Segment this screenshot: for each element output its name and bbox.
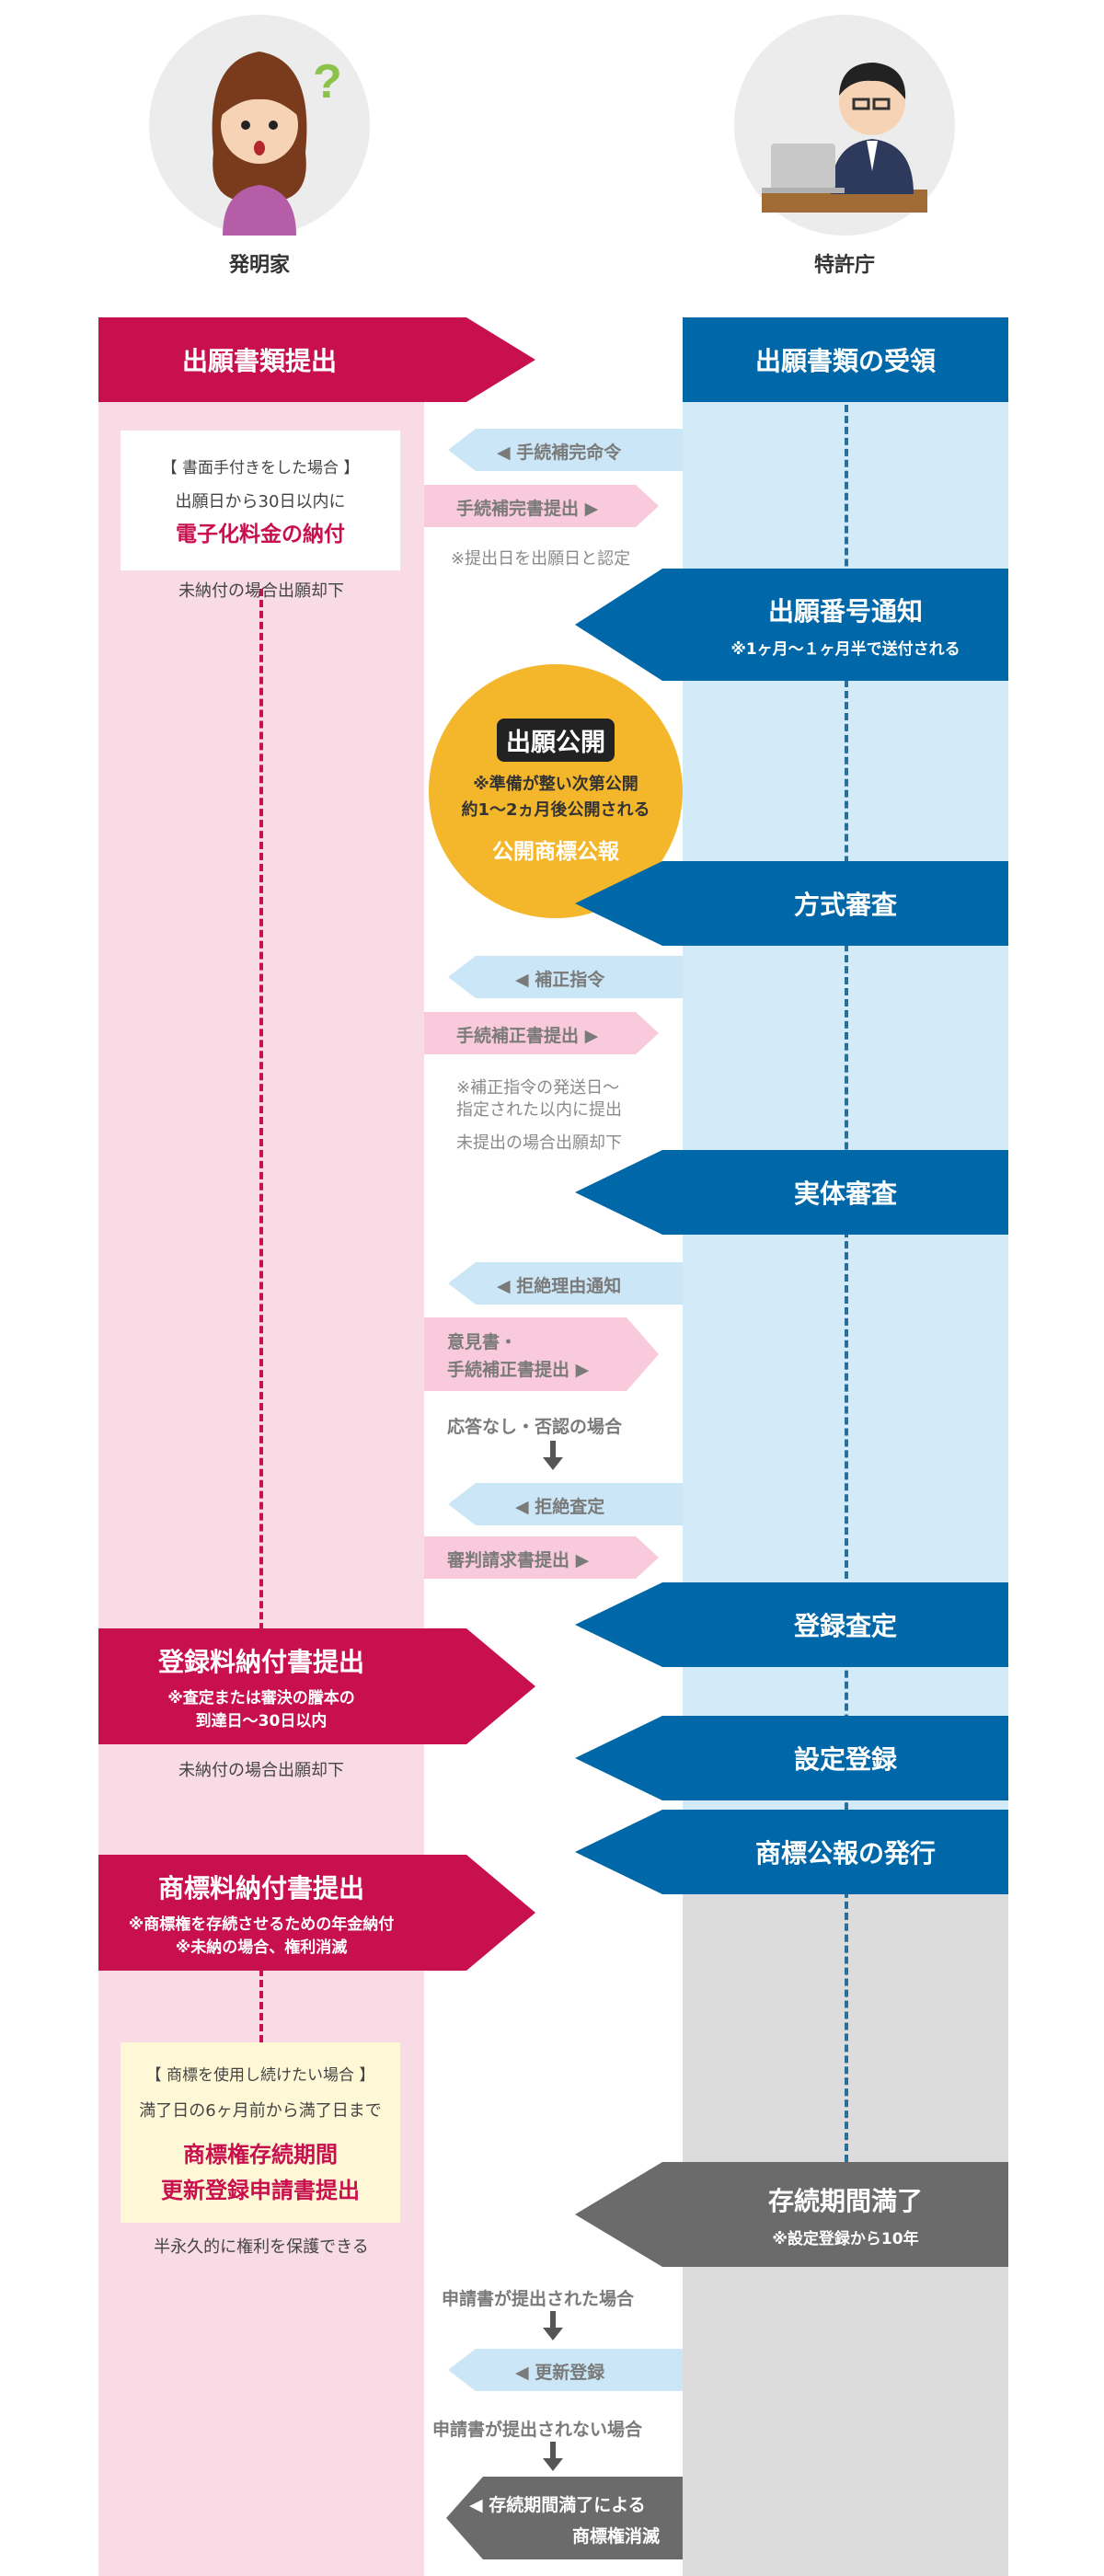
paper-box-below: 未納付の場合出願却下 [178, 581, 344, 601]
renewal-label: ◀ 更新登録 [515, 2363, 605, 2383]
reg-fee-text: 登録料納付書提出 ※査定または審決の謄本の 到達日～30日以内 [98, 1628, 424, 1744]
substantive-exam-label: 実体審査 [793, 1179, 897, 1209]
inventor-timeline-2 [259, 1969, 263, 2042]
down-arrow-1 [543, 1441, 563, 1470]
inventor-avatar: ? [149, 15, 370, 236]
refusal-reason-arrow [448, 1262, 683, 1305]
reg-fee-title: 登録料納付書提出 [157, 1647, 364, 1677]
registration-decision-arrow [575, 1582, 1008, 1667]
gazette-arrow [575, 1810, 1008, 1894]
app-number-title: 出願番号通知 [767, 595, 923, 627]
inventor-label: 発明家 [228, 254, 290, 277]
app-number-text: 出願番号通知 ※1ヶ月～１ヶ月半で送付される [683, 569, 1008, 681]
appeal-label: 審判請求書提出 ▶ [447, 1550, 590, 1570]
extinct-line2: 商標権消滅 [572, 2526, 661, 2547]
tm-fee-title: 商標料納付書提出 [157, 1873, 364, 1903]
publication-badge: 出願公開 [497, 718, 615, 762]
tm-fee-sub1: ※商標権を存続させるための年金納付 [128, 1915, 395, 1934]
set-registration-label: 設定登録 [793, 1744, 897, 1775]
tm-fee-text: 商標料納付書提出 ※商標権を存続させるための年金納付 ※未納の場合、権利消滅 [98, 1855, 424, 1971]
amend-submit-arrow [424, 1012, 659, 1054]
proc-order-label: ◀ 手続補完命令 [497, 443, 622, 463]
refusal-decision-arrow [448, 1483, 683, 1525]
renewal-arrow [448, 2349, 683, 2391]
app-number-sub: ※1ヶ月～１ヶ月半で送付される [730, 639, 960, 659]
paper-filing-box: 【 書面手付きをした場合 】 出願日から30日以内に 電子化料金の納付 [121, 431, 400, 570]
down-arrow-2 [543, 2311, 563, 2340]
appeal-arrow [424, 1536, 659, 1579]
down-arrow-3 [543, 2442, 563, 2471]
extinct-line1: ◀ 存続期間満了による [469, 2495, 646, 2515]
tm-fee-arrow [98, 1855, 535, 1971]
expiry-sub: ※設定登録から10年 [772, 2229, 919, 2248]
proc-order-arrow [448, 429, 683, 471]
renew-box: 【 商標を使用し続けたい場合 】 満了日の6ヶ月前から満了日まで 商標権存続期間… [121, 2042, 400, 2223]
expiry-text: 存続期間満了 ※設定登録から10年 [683, 2162, 1008, 2267]
opinion-arrow [424, 1317, 659, 1391]
renew-box-line1: 満了日の6ヶ月前から満了日まで [139, 2100, 382, 2121]
formal-exam-label: 方式審査 [793, 890, 897, 920]
amend-note3: 未提出の場合出願却下 [456, 1133, 622, 1153]
amend-order-arrow [448, 956, 683, 998]
amend-note1: ※補正指令の発送日～ [456, 1078, 620, 1098]
refusal-decision-label: ◀ 拒絶査定 [515, 1497, 605, 1517]
svg-text:?: ? [313, 55, 342, 109]
app-number-arrow [575, 569, 1008, 681]
paper-box-highlight: 電子化料金の納付 [176, 522, 345, 546]
refusal-reason-label: ◀ 拒絶理由通知 [497, 1276, 622, 1296]
renew-box-header: 【 商標を使用し続けたい場合 】 [145, 2065, 375, 2085]
formal-exam-arrow [575, 861, 1008, 946]
renew-box-below: 半永久的に権利を保護できる [154, 2237, 369, 2257]
proc-submit-label: 手続補完書提出 ▶ [456, 499, 599, 519]
reg-fee-arrow [98, 1628, 535, 1744]
proc-note: ※提出日を出願日と認定 [451, 549, 631, 569]
if-not-submitted-label: 申請書が提出されない場合 [432, 2420, 643, 2440]
expiry-title: 存続期間満了 [767, 2185, 923, 2216]
inventor-timeline [259, 589, 263, 1674]
publication-circle: 出願公開 ※準備が整い次第公開 約1～2ヵ月後公開される 公開商標公報 [429, 664, 683, 918]
no-response-label: 応答なし・否認の場合 [447, 1417, 623, 1437]
publication-line1: ※準備が整い次第公開 [473, 774, 638, 794]
office-label: 特許庁 [813, 254, 875, 277]
reg-fee-sub1: ※査定または審決の謄本の [167, 1689, 355, 1708]
paper-box-line1: 出願日から30日以内に [175, 491, 346, 512]
renew-box-hl2: 更新登録申請書提出 [161, 2177, 360, 2203]
opinion-line1: 意見書・ [447, 1332, 518, 1352]
extinct-arrow [446, 2477, 683, 2559]
office-timeline [845, 405, 848, 2162]
reg-fee-sub2: 到達日～30日以内 [195, 1712, 328, 1731]
receive-docs-box: 出願書類の受領 [683, 317, 1008, 402]
submit-docs-label: 出願書類提出 [181, 346, 337, 376]
proc-submit-arrow [424, 485, 659, 527]
amend-order-label: ◀ 補正指令 [515, 970, 605, 990]
publication-footer: 公開商標公報 [492, 839, 619, 864]
registration-decision-label: 登録査定 [793, 1611, 897, 1641]
tm-fee-sub2: ※未納の場合、権利消滅 [175, 1938, 348, 1957]
gazette-label: 商標公報の発行 [754, 1838, 936, 1869]
submit-docs-arrow [98, 317, 535, 402]
reg-fee-below: 未納付の場合出願却下 [178, 1761, 344, 1780]
renew-box-hl1: 商標権存続期間 [183, 2141, 338, 2168]
expiry-arrow [575, 2162, 1008, 2267]
set-registration-arrow [575, 1716, 1008, 1800]
publication-line2: 約1～2ヵ月後公開される [461, 799, 650, 820]
paper-box-header: 【 書面手付きをした場合 】 [161, 458, 360, 477]
office-avatar [734, 15, 955, 236]
opinion-line2: 手続補正書提出 ▶ [447, 1360, 590, 1380]
if-submitted-label: 申請書が提出された場合 [442, 2289, 635, 2309]
substantive-exam-arrow [575, 1150, 1008, 1235]
amend-submit-label: 手続補正書提出 ▶ [456, 1026, 599, 1046]
amend-note2: 指定された以内に提出 [456, 1100, 622, 1120]
